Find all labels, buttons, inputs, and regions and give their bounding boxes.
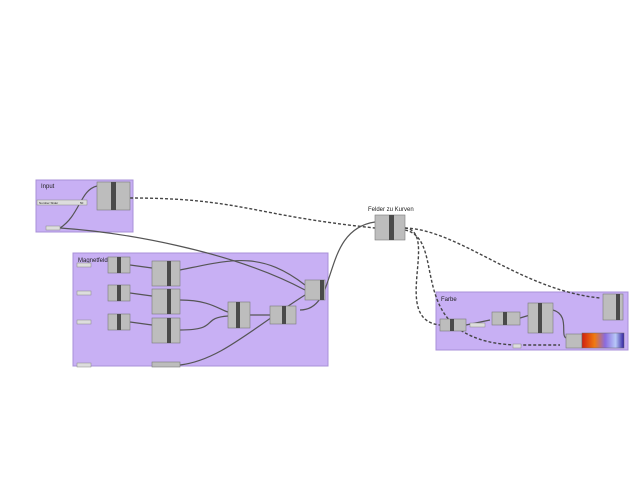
slider-value: 50 bbox=[80, 201, 84, 205]
number-slider[interactable]: Number Slider 50 bbox=[36, 199, 88, 206]
group-farbe-title: Farbe bbox=[441, 297, 457, 303]
populate-component[interactable] bbox=[96, 181, 131, 211]
wires bbox=[59, 185, 601, 366]
felder-zu-kurven-label: Felder zu Kurven bbox=[368, 207, 414, 213]
magnetfelder-components[interactable] bbox=[76, 256, 326, 368]
field-lines-component[interactable] bbox=[374, 214, 406, 241]
param-node[interactable] bbox=[45, 225, 61, 231]
group-input-title: Input bbox=[41, 184, 55, 190]
farbe-components[interactable] bbox=[439, 293, 624, 349]
gradient-component[interactable] bbox=[581, 332, 625, 349]
slider-label: Number Slider bbox=[39, 201, 58, 205]
group-magnetfelder-title: Magnetfelder bbox=[78, 258, 113, 264]
